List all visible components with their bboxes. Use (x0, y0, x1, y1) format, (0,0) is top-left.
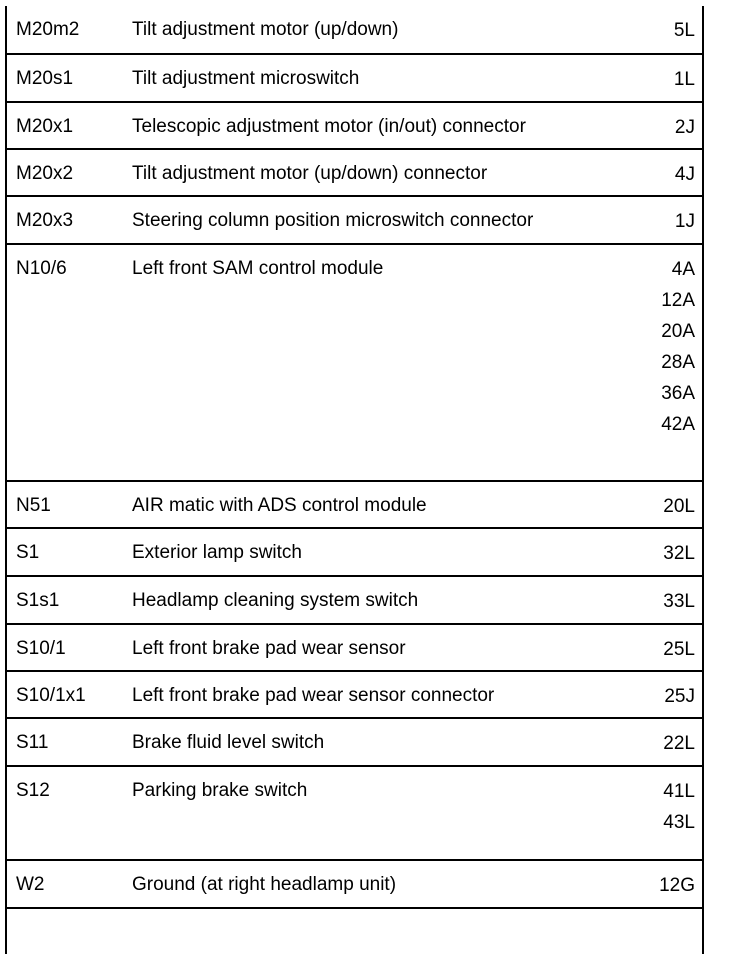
component-description: Left front SAM control module (132, 258, 384, 279)
location-list: 22L (663, 728, 695, 759)
location-list: 4J (675, 159, 695, 190)
grid-location: 2J (674, 117, 695, 138)
component-description: Steering column position microswitch con… (132, 210, 534, 231)
location-list: 25J (664, 681, 695, 712)
grid-location: 32L (663, 543, 695, 564)
component-description: Left front brake pad wear sensor (132, 638, 406, 659)
component-description: Telescopic adjustment motor (in/out) con… (132, 116, 526, 137)
component-code: M20x2 (16, 163, 74, 184)
grid-location: 4J (674, 164, 695, 185)
grid-location: 36A (661, 383, 695, 404)
location-list: 25L (663, 634, 695, 665)
table-row: S11 Brake fluid level switch 22L (7, 717, 702, 765)
component-code: S10/1x1 (16, 685, 86, 706)
location-list: 5L (674, 15, 695, 46)
grid-location: 4A (671, 259, 695, 280)
grid-location: 20L (663, 496, 695, 517)
table-row: S10/1x1 Left front brake pad wear sensor … (7, 670, 702, 717)
component-description: Headlamp cleaning system switch (132, 590, 419, 611)
component-code: S1 (16, 542, 40, 563)
grid-location: 42A (661, 414, 695, 435)
component-code: M20m2 (16, 19, 80, 40)
location-list: 20L (663, 491, 695, 522)
table-row: S10/1 Left front brake pad wear sensor 25L (7, 623, 702, 670)
grid-location: 33L (663, 591, 695, 612)
component-description: Ground (at right headlamp unit) (132, 874, 397, 895)
component-code: S11 (16, 732, 49, 753)
table-row: S1 Exterior lamp switch 32L (7, 527, 702, 575)
grid-location: 1J (674, 211, 695, 232)
grid-location: 22L (663, 733, 695, 754)
component-code: W2 (16, 874, 45, 895)
table-row: M20x2 Tilt adjustment motor (up/down) con… (7, 148, 702, 195)
component-code: M20x3 (16, 210, 74, 231)
table-row: M20m2 Tilt adjustment motor (up/down) 5L (7, 6, 702, 53)
component-description: Tilt adjustment motor (up/down) (132, 19, 399, 40)
grid-location: 25J (664, 686, 695, 707)
grid-location: 12A (661, 290, 695, 311)
grid-location: 1L (673, 69, 695, 90)
component-description: Tilt adjustment motor (up/down) connecto… (132, 163, 488, 184)
component-code: S10/1 (16, 638, 66, 659)
grid-location: 43L (663, 812, 695, 833)
location-list: 2J (675, 112, 695, 143)
location-list: 1J (675, 206, 695, 237)
grid-location: 41L (663, 781, 695, 802)
component-description: Left front brake pad wear sensor connect… (132, 685, 495, 706)
component-code: N10/6 (16, 258, 67, 279)
component-code: S1s1 (16, 590, 60, 611)
table-row: M20x1 Telescopic adjustment motor (in/out… (7, 101, 702, 148)
location-list: 33L (663, 586, 695, 617)
location-list: 4A 12A 20A 28A 36A 42A (661, 254, 695, 440)
component-code: S12 (16, 780, 50, 801)
component-description: Tilt adjustment microswitch (132, 68, 360, 89)
component-description: Parking brake switch (132, 780, 308, 801)
component-code: M20x1 (16, 116, 74, 137)
component-description: Brake fluid level switch (132, 732, 325, 753)
table-row: M20x3 Steering column position microswitc… (7, 195, 702, 243)
table-row: W2 Ground (at right headlamp unit) 12G (7, 859, 702, 907)
table-row: N51 AIR matic with ADS control module 20L (7, 480, 702, 527)
component-code: M20s1 (16, 68, 74, 89)
grid-location: 20A (661, 321, 695, 342)
grid-location: 28A (661, 352, 695, 373)
grid-location: 5L (673, 20, 695, 41)
location-list: 12G (659, 870, 695, 901)
grid-location: 25L (663, 639, 695, 660)
component-code: N51 (16, 495, 51, 516)
table-row: N10/6 Left front SAM control module 4A 12A 2… (7, 243, 702, 480)
location-list: 32L (663, 538, 695, 569)
location-list: 1L (674, 64, 695, 95)
table-row: S1s1 Headlamp cleaning system switch 33L (7, 575, 702, 623)
component-description: Exterior lamp switch (132, 542, 302, 563)
grid-location: 12G (659, 875, 695, 896)
table-row: M20s1 Tilt adjustment microswitch 1L (7, 53, 702, 101)
table-row (7, 907, 702, 954)
component-description: AIR matic with ADS control module (132, 495, 427, 516)
